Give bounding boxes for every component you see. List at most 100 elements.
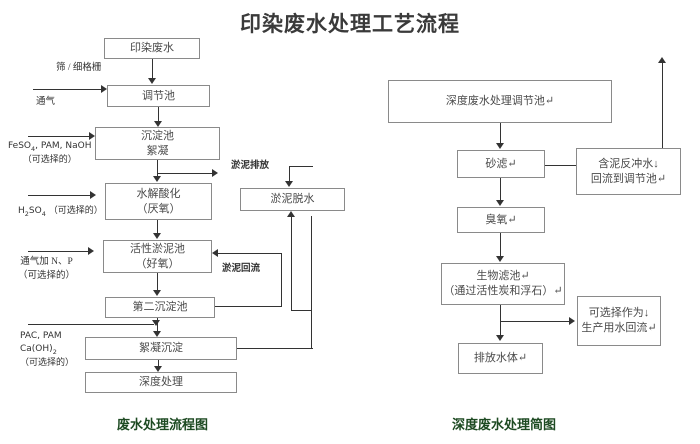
- arrowhead-down: [154, 366, 162, 372]
- connector-hydrolysis-to-activated-sludge: [157, 220, 158, 234]
- connector-feso4-inflow: [28, 136, 93, 137]
- connector-aeration-inflow: [33, 89, 105, 90]
- box-label: 絮凝沉淀: [139, 342, 183, 355]
- connector-sludge-branch: [157, 173, 216, 174]
- connector-aeration-np-inflow: [28, 251, 92, 252]
- connector-backwash-return-up: [662, 62, 663, 148]
- box-label: 深度处理: [139, 376, 183, 389]
- chem-line-1: FeSO4, PAM, NaOH: [8, 141, 92, 153]
- left-panel-caption: 废水处理流程图: [117, 418, 209, 433]
- connector-sludge-hook-v: [289, 166, 290, 182]
- label-aeration-np: 通气加 N、P （可选择的）: [18, 256, 75, 284]
- arrowhead-down: [153, 233, 161, 239]
- connector-sludge-feed-join: [291, 310, 312, 311]
- connector-pac-inflow: [28, 324, 154, 325]
- connector-coagulation-to-advanced: [158, 360, 159, 368]
- pac-line-3: （可选择的）: [20, 358, 75, 369]
- arrowhead-right: [101, 85, 107, 93]
- box-sludge-dewatering[interactable]: 淤泥脱水: [240, 188, 345, 211]
- box-backwash-return[interactable]: 含泥反冲水↓ 回流到调节池↵: [576, 148, 681, 195]
- box-activated-sludge-tank[interactable]: 活性淤泥池 （好氧）: [103, 240, 212, 273]
- arrowhead-down: [285, 181, 293, 187]
- arrowhead-down: [154, 121, 162, 127]
- label-screen: 筛 / 细格栅: [56, 63, 102, 73]
- arrowhead-right: [569, 317, 575, 325]
- connector-sludge-return-h: [217, 253, 282, 254]
- arrowhead-right: [212, 169, 218, 177]
- connector-sludge-return-v: [281, 253, 282, 307]
- connector-coagulation-to-sludge-line: [237, 348, 313, 349]
- box-label-line1: 水解酸化: [136, 187, 181, 200]
- connector-h2so4-inflow: [28, 195, 94, 196]
- box-label-line2: （通过活性炭和浮石）↵: [443, 285, 563, 297]
- box-ozone[interactable]: 臭氧↵: [457, 207, 545, 233]
- connector-activated-to-clarifier: [157, 273, 158, 291]
- box-label-line2: 生产用水回流↵: [581, 322, 657, 334]
- connector-sludge-hook-h: [289, 166, 313, 167]
- connector-biofilter-to-discharge: [500, 305, 501, 336]
- box-label-line1: 含泥反冲水↓: [598, 157, 659, 170]
- arrowhead-down: [153, 331, 161, 337]
- box-advanced-treatment[interactable]: 深度处理: [85, 372, 237, 393]
- box-label: 第二沉淀池: [132, 301, 188, 314]
- box-dyeing-wastewater[interactable]: 印染废水: [104, 38, 200, 59]
- box-label-line2: 絮凝: [146, 144, 169, 157]
- label-sludge-return: 淤泥回流: [222, 264, 261, 274]
- box-hydrolytic-acidification[interactable]: 水解酸化 （厌氧）: [105, 183, 212, 220]
- box-label: 调节池: [142, 89, 175, 102]
- connector-sludge-feed-vertical: [311, 216, 312, 349]
- arrowhead-down: [496, 200, 504, 206]
- arrowhead-up: [658, 57, 666, 63]
- box-label: 淤泥脱水: [270, 193, 315, 206]
- arrowhead-down: [153, 290, 161, 296]
- box-label-line2: 回流到调节池↵: [590, 172, 667, 185]
- arrowhead-right: [89, 132, 95, 140]
- box-equalization-tank[interactable]: 调节池: [107, 85, 210, 107]
- arrowhead-down: [153, 176, 161, 182]
- pac-line-2: Ca(OH)2: [20, 344, 57, 356]
- box-advanced-equalization-tank[interactable]: 深度废水处理调节池↵: [388, 80, 612, 123]
- arrowhead-up: [287, 211, 295, 217]
- box-label: 砂滤↵: [485, 157, 517, 170]
- label-chem-h2so4: H2SO4 （可选择的）: [18, 206, 103, 218]
- arrowhead-right: [88, 247, 94, 255]
- connector-sand-filter-to-backwash: [545, 165, 576, 166]
- box-label-line1: 活性淤泥池: [130, 242, 185, 255]
- connector-wastewater-to-equalization: [152, 59, 153, 79]
- connector-sedimentation-to-hydrolysis: [157, 160, 158, 177]
- connector-equalization-to-sedimentation: [158, 107, 159, 122]
- box-discharge-to-water-body[interactable]: 排放水体↵: [458, 343, 543, 374]
- connector-biofilter-to-reuse: [500, 321, 571, 322]
- arrowhead-down: [496, 335, 504, 341]
- box-sedimentation-tank[interactable]: 沉淀池 絮凝: [95, 127, 220, 160]
- connector-advanced-equalization-to-sand-filter: [500, 123, 501, 144]
- box-coagulation-sedimentation[interactable]: 絮凝沉淀: [85, 337, 237, 360]
- box-label-line1: 可选择作为↓: [588, 307, 650, 320]
- box-label-line1: 生物滤池↵: [476, 270, 530, 283]
- box-label: 排放水体↵: [473, 352, 528, 365]
- connector-sludge-return-from-clarifier: [215, 306, 282, 307]
- label-chem-pac: PAC, PAM Ca(OH)2 （可选择的）: [20, 330, 74, 370]
- arrowhead-down: [148, 78, 156, 84]
- connector-sludge-feed-upper: [291, 216, 292, 311]
- arrowhead-down: [496, 143, 504, 149]
- box-production-water-reuse[interactable]: 可选择作为↓ 生产用水回流↵: [577, 296, 661, 346]
- pac-line-1: PAC, PAM: [20, 331, 62, 341]
- label-chem-feso4: FeSO4, PAM, NaOH （可选择的）: [8, 140, 91, 167]
- page-title: 印染废水处理工艺流程: [240, 12, 460, 36]
- label-sludge-discharge: 淤泥排放: [231, 161, 270, 171]
- box-label: 印染废水: [130, 42, 174, 55]
- box-label-line2: （好氧）: [135, 257, 180, 270]
- arrowhead-down: [152, 320, 160, 326]
- box-label-line2: （厌氧）: [136, 202, 181, 215]
- box-label: 臭氧↵: [485, 213, 517, 226]
- aeration-np-line-1: 通气加 N、P: [20, 257, 73, 267]
- right-panel-caption: 深度废水处理简图: [452, 418, 557, 433]
- box-biological-filter[interactable]: 生物滤池↵ （通过活性炭和浮石）↵: [441, 263, 565, 305]
- arrowhead-right: [90, 191, 96, 199]
- box-second-sedimentation-tank[interactable]: 第二沉淀池: [105, 297, 215, 318]
- box-sand-filter[interactable]: 砂滤↵: [457, 150, 545, 178]
- arrowhead-left: [212, 249, 218, 257]
- connector-sand-filter-to-ozone: [500, 178, 501, 201]
